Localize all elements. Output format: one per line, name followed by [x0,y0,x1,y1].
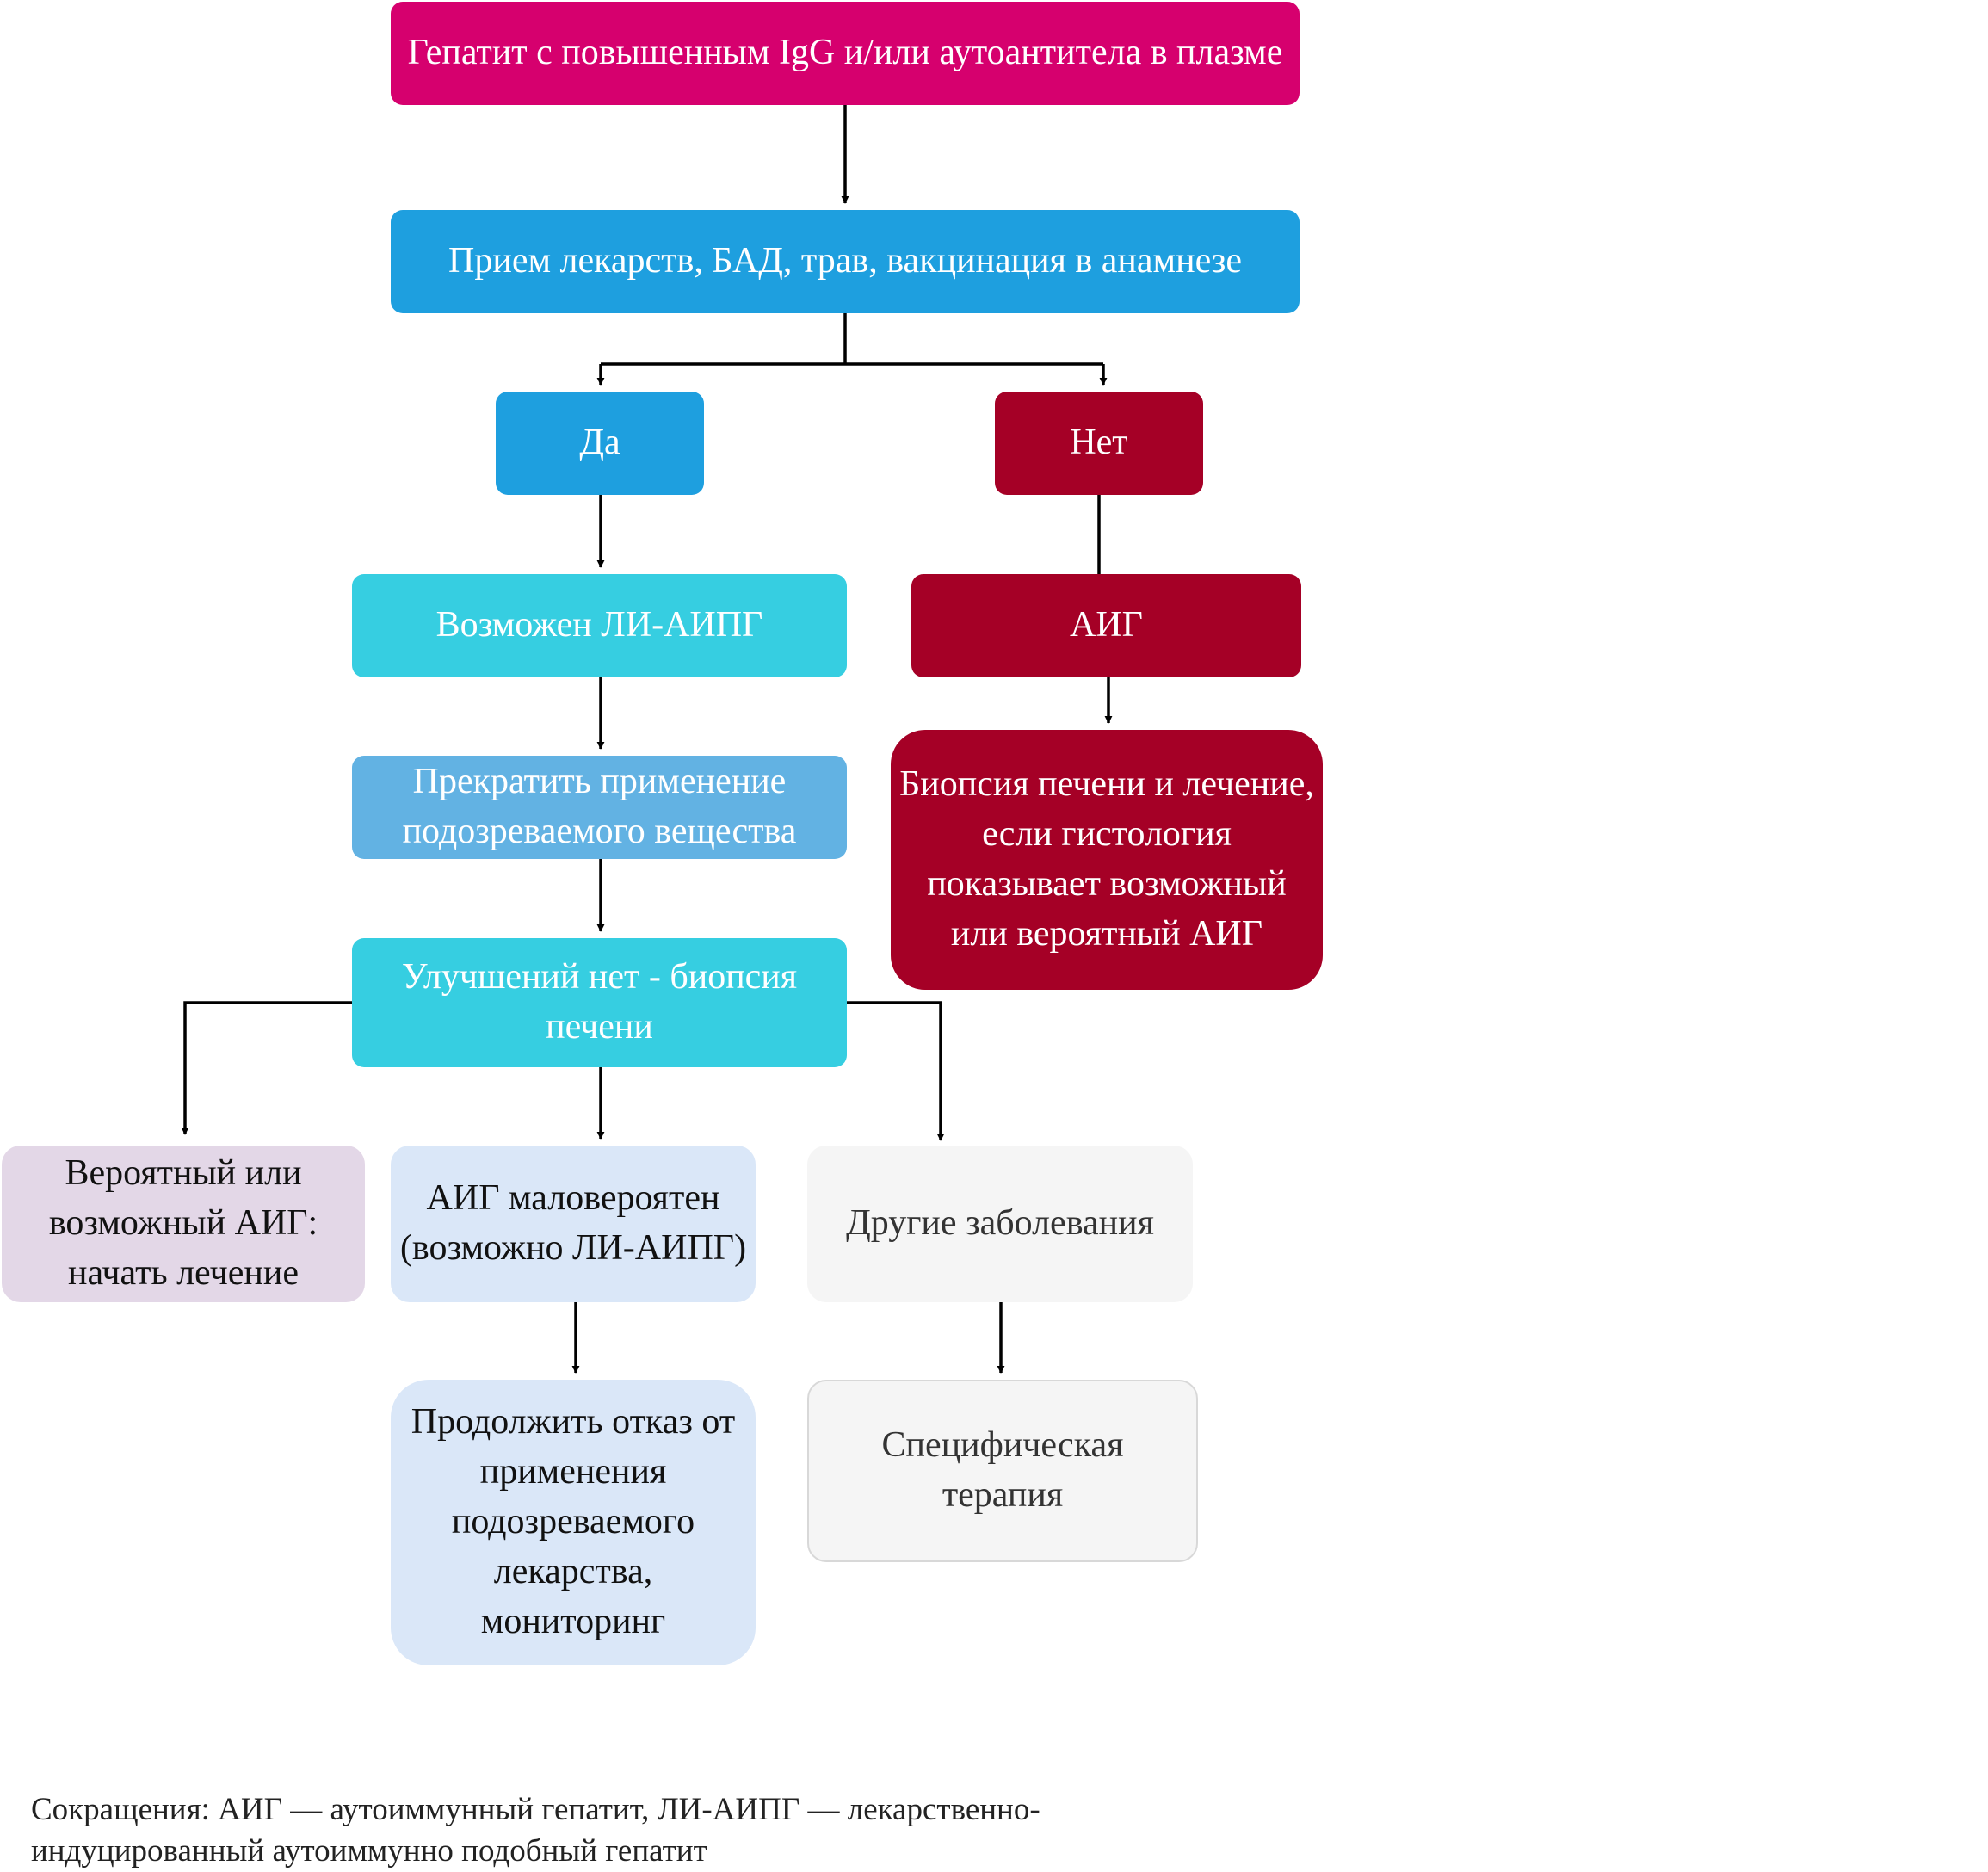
node-possible-di-ailh: Возможен ЛИ-АИПГ [352,574,847,677]
node-stop-substance: Прекратить применение подозреваемого вещ… [352,756,847,859]
node-specific-therapy-label: Специфическая терапия [881,1425,1124,1515]
node-aih-unlikely-label: АИГ маловероятен (возможно ЛИ-АИПГ) [399,1178,747,1268]
node-yes-label: Да [579,423,620,463]
node-other-diseases: Другие заболевания [807,1146,1193,1302]
arrow-no-improvement-to-other [847,1001,945,1141]
node-probable-aih-treat-label: Вероятный или возможный АИГ: начать лече… [48,1153,318,1293]
node-hepatitis-igg: Гепатит с повышенным IgG и/или аутоантит… [391,2,1300,105]
node-biopsy-and-treatment-label: Биопсия печени и лечение, если гистологи… [899,764,1314,954]
node-no-label: Нет [1070,423,1128,463]
node-specific-therapy: Специфическая терапия [807,1380,1198,1562]
node-aih-unlikely: АИГ маловероятен (возможно ЛИ-АИПГ) [391,1146,756,1302]
node-probable-aih-treat: Вероятный или возможный АИГ: начать лече… [2,1146,365,1302]
node-drug-history-label: Прием лекарств, БАД, трав, вакцинация в … [448,241,1242,281]
node-continue-withdrawal: Продолжить отказ от применения подозрева… [391,1380,756,1665]
node-continue-withdrawal-label: Продолжить отказ от применения подозрева… [411,1402,736,1641]
node-no-improvement-biopsy: Улучшений нет - биопсия печени [352,938,847,1067]
node-biopsy-and-treatment: Биопсия печени и лечение, если гистологи… [891,730,1323,990]
node-aih: АИГ [911,574,1301,677]
node-yes: Да [496,392,704,495]
node-other-diseases-label: Другие заболевания [846,1203,1154,1244]
node-no: Нет [995,392,1203,495]
connector-history-split [601,313,1103,366]
abbreviations-footnote: Сокращения: АИГ — аутоиммунный гепатит, … [31,1792,1040,1869]
node-hepatitis-igg-label: Гепатит с повышенным IgG и/или аутоантит… [407,33,1283,73]
node-no-improvement-biopsy-label: Улучшений нет - биопсия печени [401,957,798,1047]
arrow-no-improvement-to-probable [181,1001,352,1135]
node-drug-history: Прием лекарств, БАД, трав, вакцинация в … [391,210,1300,313]
node-stop-substance-label: Прекратить применение подозреваемого вещ… [402,762,797,851]
node-possible-di-ailh-label: Возможен ЛИ-АИПГ [435,605,763,646]
node-aih-label: АИГ [1070,605,1143,646]
